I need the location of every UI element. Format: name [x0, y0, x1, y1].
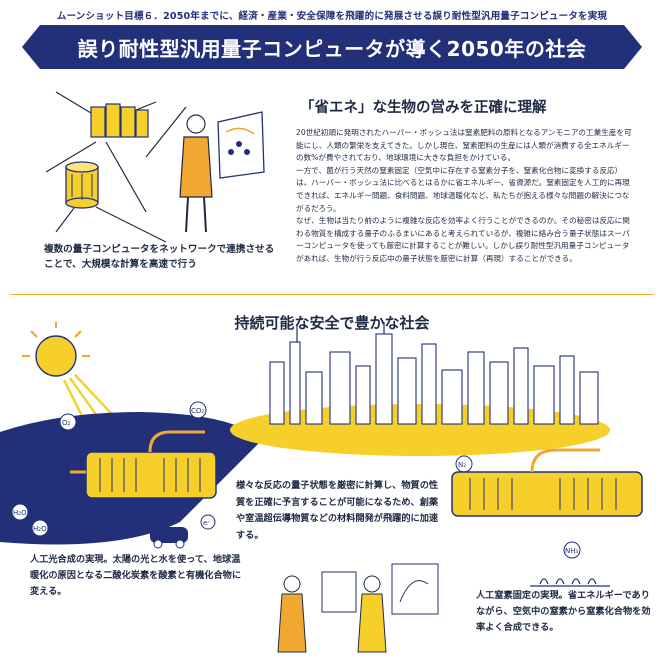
body-paragraph-1: 20世紀初頭に発明されたハーバー・ボッシュ法は窒素肥料の原料となるアンモニアの工… [296, 128, 632, 163]
quantum-network-illustration [45, 91, 265, 243]
body-paragraph-3: なぜ、生物は当たり前のように複雑な反応を効率よく行うことができるのか。その秘密は… [296, 216, 630, 263]
o2-label: O₂ [62, 419, 71, 427]
top-section-body: 20世紀初頭に発明されたハーバー・ボッシュ法は窒素肥料の原料となるアンモニアの工… [296, 127, 634, 266]
moonshot-goal-subtitle: ムーンショット目標６．2050年までに、経済・産業・安全保障を飛躍的に発展させる… [56, 11, 608, 22]
h2o-label-2: H₂O [33, 525, 47, 533]
n2-label: N₂ [458, 461, 466, 469]
h2o-label-1: H₂O [13, 509, 27, 517]
scientist-figure-icon [179, 114, 213, 233]
title-banner: 誤り耐性型汎用量子コンピュータが導く2050年の社会 [22, 25, 642, 69]
body-paragraph-2: 一方で、菌が行う天然の窒素固定（空気中に存在する窒素分子を、窒素化合物に変換する… [296, 165, 630, 213]
sun-icon [22, 322, 90, 382]
plants-icon [530, 578, 610, 587]
quantum-computer-cylinder-icon [65, 161, 99, 209]
page-title: 誤り耐性型汎用量子コンピュータが導く2050年の社会 [77, 36, 587, 61]
section-divider [10, 294, 654, 295]
nh3-label: NH₃ [565, 547, 579, 555]
photosynthesis-reactor-icon [70, 430, 217, 499]
car-icon [150, 527, 188, 549]
molecule-bubbles: O₂ CO₂ H₂O H₂O e⁻ N₂ NH₃ [11, 401, 581, 559]
nitrogen-fixation-reactor-icon [451, 448, 643, 517]
bottom-section-heading: 持続可能な安全で豊かな社会 [234, 314, 430, 332]
quantum-computer-cluster-icon [90, 103, 149, 138]
top-section-heading: 「省エネ」な生物の営みを正確に理解 [300, 100, 547, 116]
city-skyline-icon [230, 322, 610, 456]
sustainable-society-illustration: O₂ CO₂ H₂O H₂O e⁻ N₂ NH₃ [0, 322, 643, 653]
electron-label: e⁻ [203, 519, 211, 527]
researchers-figure-icon [277, 563, 439, 653]
center-caption: 様々な反応の量子状態を厳密に計算し、物質の性質を正確に予言することが可能になるた… [236, 480, 439, 541]
banner-shape [22, 25, 642, 69]
nitrogen-fixation-caption: 人工窒素固定の実現。省エネルギーでありながら、空気中の窒素から窒素化合物を効率よ… [476, 590, 651, 633]
network-caption: 複数の量子コンピュータをネットワークで連携させることで、大規模な計算を高速で行う [44, 244, 275, 270]
co2-label: CO₂ [191, 407, 204, 415]
photosynthesis-caption: 人工光合成の実現。太陽の光と水を使って、地球温暖化の原因となる二酸化炭素を酸素と… [30, 554, 242, 597]
molecule-board-icon [217, 111, 265, 179]
